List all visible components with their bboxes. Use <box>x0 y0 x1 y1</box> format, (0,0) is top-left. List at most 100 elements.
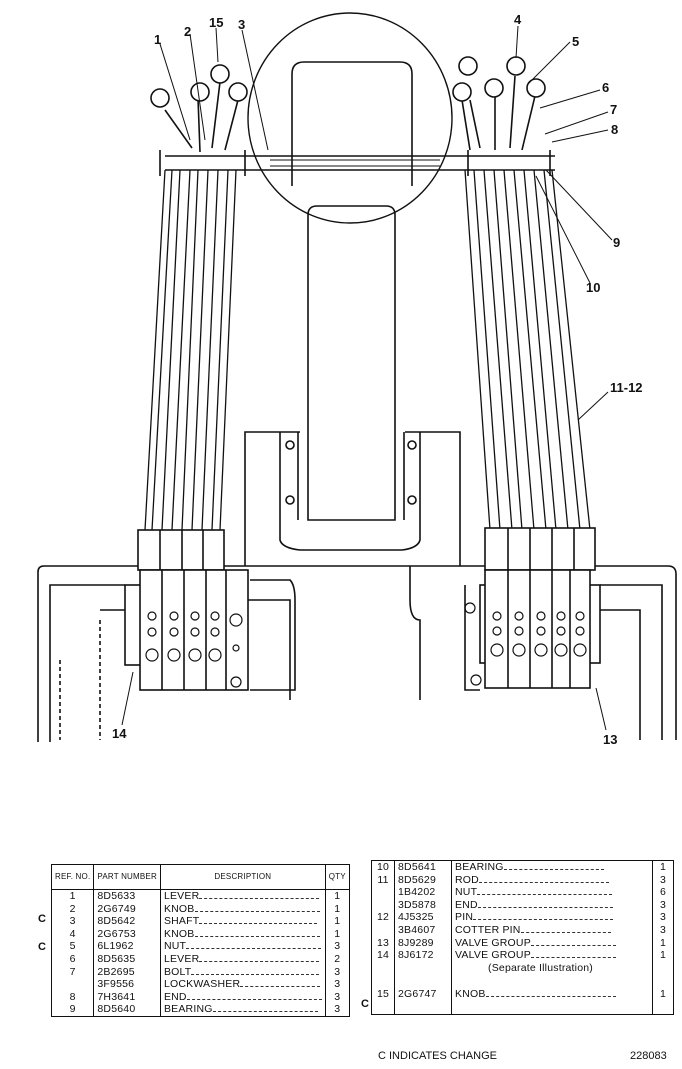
callout-5: 5 <box>572 34 579 49</box>
callout-14: 14 <box>112 726 127 741</box>
part-number: 8J9289 <box>394 936 452 950</box>
quantity: 1 <box>659 987 667 1000</box>
quantity <box>653 962 674 975</box>
part-number: 8D5642 <box>93 915 161 928</box>
description: (Separate Illustration) <box>451 961 653 975</box>
change-marker: C <box>38 941 46 953</box>
ref-no <box>371 898 395 912</box>
ref-no: 3 <box>51 915 95 928</box>
left-valve-group <box>124 529 296 691</box>
change-marker: C <box>38 913 46 925</box>
part-number: 8D5640 <box>93 1003 161 1017</box>
description: END <box>451 898 653 912</box>
description: NUT <box>451 886 653 899</box>
description: COTTER PIN <box>451 923 653 937</box>
part-number: 3D5878 <box>394 898 452 912</box>
header-qty: QTY <box>325 864 350 890</box>
description: LEVER <box>160 889 326 903</box>
quantity: 1 <box>334 927 341 940</box>
cross-shaft <box>159 150 555 176</box>
quantity: 1 <box>659 936 667 949</box>
part-number: 3F9556 <box>93 978 161 991</box>
change-legend: C INDICATES CHANGE <box>378 1050 497 1062</box>
callout-11-12: 11-12 <box>610 380 643 395</box>
ref-no: 5 <box>51 940 95 953</box>
part-number: 3B4607 <box>394 923 452 937</box>
ref-no <box>371 886 395 899</box>
header-part-number: PART NUMBER <box>93 864 161 890</box>
ref-no: 14 <box>371 949 395 962</box>
description: SHAFT <box>160 915 326 928</box>
callout-7: 7 <box>610 102 617 117</box>
quantity: 6 <box>659 886 667 899</box>
quantity: 1 <box>659 861 667 873</box>
tractor-frame <box>37 61 677 742</box>
ref-no: 9 <box>51 1003 95 1017</box>
quantity: 3 <box>659 873 667 886</box>
ref-no: 13 <box>371 936 395 950</box>
part-number: 8D5641 <box>394 860 452 874</box>
callout-3: 3 <box>238 17 245 32</box>
part-number: 1B4202 <box>394 886 452 899</box>
ref-no: 1 <box>51 889 95 903</box>
part-number: 8J6172 <box>394 949 452 962</box>
callout-10: 10 <box>586 280 600 295</box>
ref-no: 4 <box>51 927 95 941</box>
description: BOLT <box>160 965 326 979</box>
callout-9: 9 <box>613 235 620 250</box>
part-number: 4J5325 <box>394 911 452 924</box>
table-row: (Separate Illustration) <box>371 961 674 975</box>
part-number: 8D5633 <box>93 889 161 903</box>
control-linkage-illustration: 1 2 15 3 4 5 6 7 8 9 10 11-12 14 13 <box>37 12 677 747</box>
callout-1: 1 <box>154 32 161 47</box>
callout-2: 2 <box>184 24 191 39</box>
quantity: 3 <box>659 923 667 936</box>
part-number: 2B2695 <box>93 965 161 979</box>
description: BEARING <box>160 1003 326 1017</box>
header-ref-no: REF. NO. <box>51 864 95 890</box>
part-number: 8D5629 <box>394 873 452 887</box>
description: END <box>160 990 326 1004</box>
description: VALVE GROUP <box>451 936 653 950</box>
callout-8: 8 <box>611 122 618 137</box>
description: BEARING <box>451 860 653 874</box>
ref-no <box>371 923 395 937</box>
left-levers <box>150 64 248 153</box>
quantity: 1 <box>334 915 341 928</box>
part-number: 2G6749 <box>93 902 161 916</box>
change-marker: C <box>361 998 369 1010</box>
part-number <box>394 961 452 975</box>
description: PIN <box>451 911 653 924</box>
left-control-rods <box>144 169 237 531</box>
ref-no: 8 <box>51 990 95 1004</box>
part-number: 7H3641 <box>93 990 161 1004</box>
quantity: 1 <box>659 949 667 962</box>
callout-6: 6 <box>602 80 609 95</box>
description: LEVER <box>160 952 326 966</box>
quantity: 3 <box>659 911 667 924</box>
part-number: 8D5635 <box>93 952 161 966</box>
detail-circle <box>247 12 453 224</box>
quantity: 3 <box>334 1003 341 1016</box>
callout-labels: 1 2 15 3 4 5 6 7 8 9 10 11-12 14 13 <box>112 12 643 747</box>
ref-no: 11 <box>371 873 395 887</box>
table-header-row: REF. NO. PART NUMBER DESCRIPTION QTY <box>51 864 350 890</box>
description: KNOB <box>451 974 653 1015</box>
ref-no: 2 <box>51 902 95 916</box>
description: LOCKWASHER <box>160 978 326 991</box>
quantity: 3 <box>334 940 341 953</box>
header-description: DESCRIPTION <box>160 864 326 890</box>
quantity: 2 <box>334 952 341 965</box>
